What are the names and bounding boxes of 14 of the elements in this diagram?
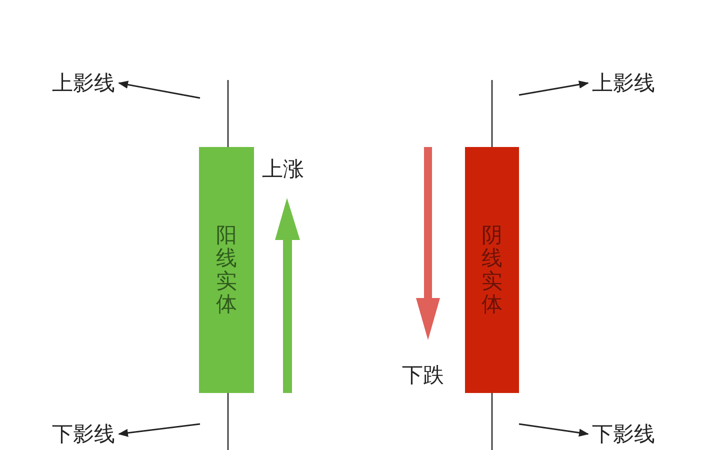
wick-label: 下影线 (52, 421, 115, 447)
leader-line (118, 423, 200, 437)
candle-body (465, 147, 519, 393)
wick-label: 上影线 (52, 70, 115, 96)
leader-line (518, 80, 589, 96)
candle-body (199, 147, 254, 393)
wick-label: 下影线 (592, 421, 655, 447)
body-label: 阳线实体 (216, 224, 237, 316)
leader-line (518, 423, 589, 437)
trend-label: 下跌 (402, 362, 444, 388)
trend-label: 上涨 (262, 156, 304, 182)
leader-line (118, 80, 200, 99)
body-label: 阴线实体 (482, 224, 502, 316)
wick-label: 上影线 (592, 70, 655, 96)
